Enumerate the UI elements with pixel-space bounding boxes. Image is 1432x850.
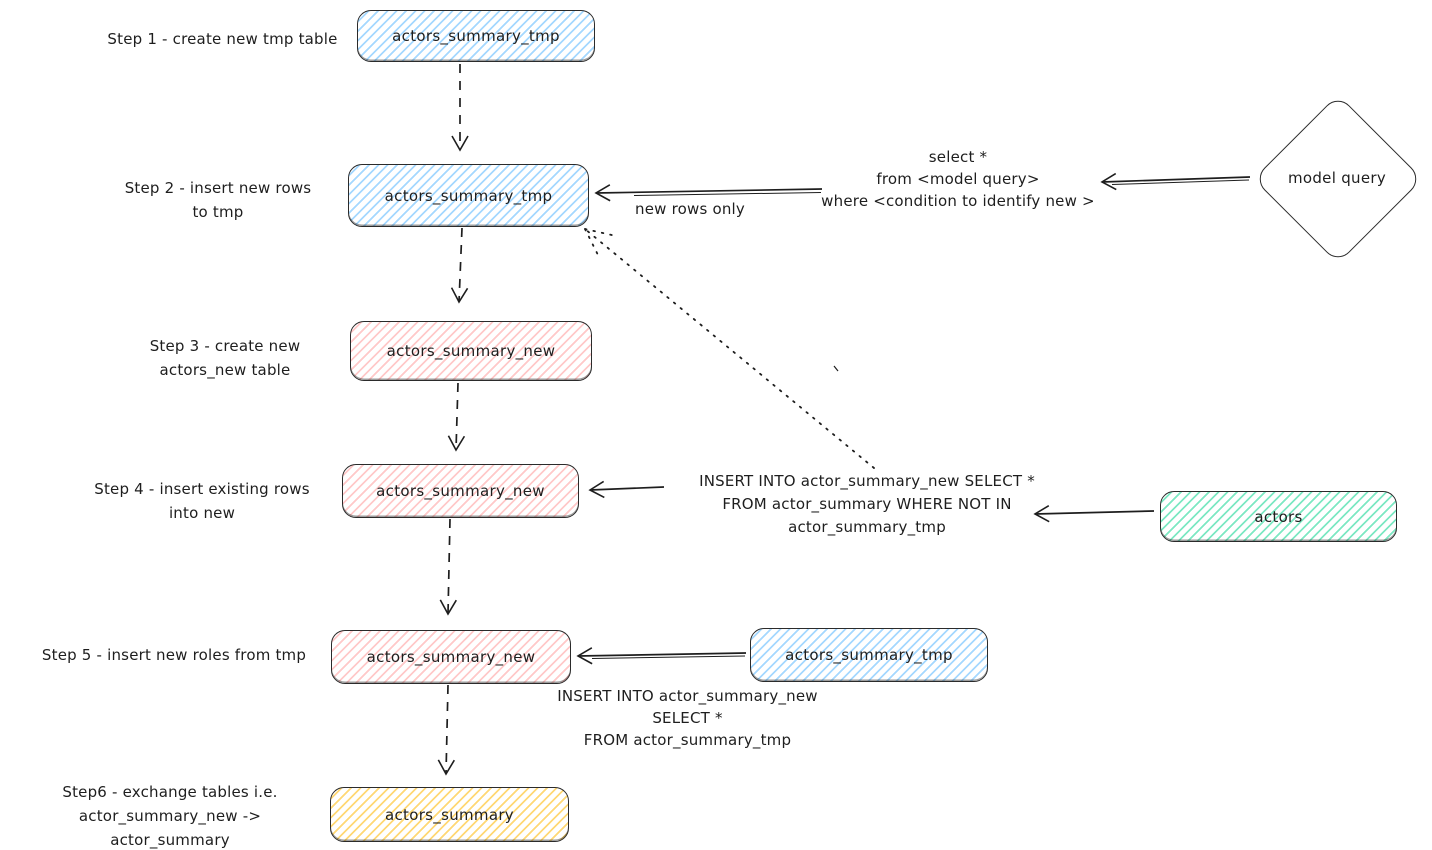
- step-label-1: Step 1 - create new tmp table: [107, 30, 338, 48]
- dashed-arrow-step2-step3: [450, 227, 469, 304]
- node-actors-summary-new-step3: actors_summary_new: [350, 321, 592, 381]
- arrow-tmp-to-newroles: [576, 647, 747, 665]
- step-label-4: Step 4 - insert existing rows into new: [94, 480, 310, 522]
- stray-mark: [833, 365, 839, 372]
- annotation-new-rows-only: new rows only: [635, 200, 745, 218]
- node-actors-summary-new-step5: actors_summary_new: [331, 630, 571, 684]
- node-actors-summary-final: actors_summary: [330, 787, 569, 842]
- step-label-2: Step 2 - insert new rows to tmp: [124, 179, 312, 221]
- arrow-sql-to-new: [588, 480, 665, 499]
- annotation-model-select: select * from <model query> where <condi…: [821, 148, 1095, 210]
- arrow-query-to-tmp: [594, 184, 823, 202]
- dashed-arrow-step4-step5: [439, 518, 457, 616]
- step-label-5: Step 5 - insert new roles from tmp: [41, 646, 307, 664]
- diamond-label: model query: [1287, 169, 1387, 187]
- arrow-diamond-to-text-echo: [1111, 179, 1250, 185]
- step-label-3: Step 3 - create new actors_new table: [149, 337, 301, 379]
- dashed-arrow-step3-step4: [447, 382, 466, 452]
- dashed-arrow-step5-step6: [437, 684, 455, 776]
- annotation-insert-from-tmp: INSERT INTO actor_summary_new SELECT * F…: [557, 687, 818, 749]
- arrow-actors-to-sql: [1033, 504, 1155, 523]
- node-actors-summary-tmp-step1: actors_summary_tmp: [357, 10, 595, 62]
- arrow-diamond-to-text: [1100, 172, 1251, 191]
- dotted-arrow-barb-lower: [584, 228, 599, 256]
- arrow-query-to-tmp-echo: [633, 192, 822, 196]
- node-actors-summary-new-step4: actors_summary_new: [342, 464, 579, 518]
- node-actors: actors: [1160, 491, 1397, 542]
- node-actors-summary-tmp-source: actors_summary_tmp: [750, 628, 988, 682]
- dotted-arrow-line: [584, 228, 875, 469]
- node-actors-summary-tmp-step2: actors_summary_tmp: [348, 164, 589, 227]
- arrow-tmp-to-newroles-echo: [591, 655, 746, 659]
- node-model-query: model query: [1253, 94, 1423, 264]
- dotted-arrow-barb-upper: [584, 228, 617, 237]
- step-label-6: Step6 - exchange tables i.e. actor_summa…: [62, 783, 278, 849]
- annotation-insert-not-in: INSERT INTO actor_summary_new SELECT * F…: [699, 472, 1035, 536]
